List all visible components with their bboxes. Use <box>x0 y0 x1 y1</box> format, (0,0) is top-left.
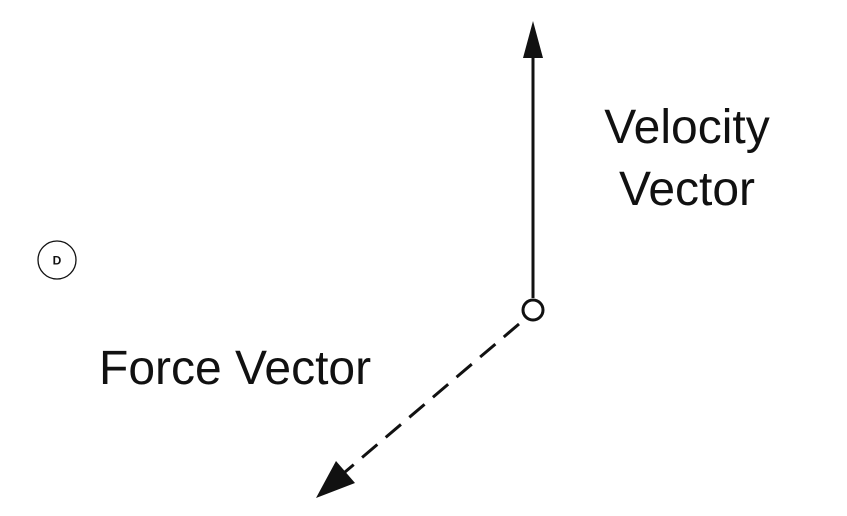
velocity-label-line2: Vector <box>619 163 755 216</box>
force-label: Force Vector <box>99 342 371 395</box>
badge-circle <box>37 240 77 280</box>
force-vector <box>316 322 520 498</box>
badge-letter: D <box>53 254 62 268</box>
velocity-vector <box>523 21 543 298</box>
velocity-label-line1: Velocity <box>604 101 769 154</box>
velocity-arrowhead <box>523 21 543 58</box>
origin-point <box>521 298 545 322</box>
force-shaft <box>344 322 520 474</box>
badge-d: D <box>37 240 77 280</box>
force-arrowhead <box>316 461 355 498</box>
